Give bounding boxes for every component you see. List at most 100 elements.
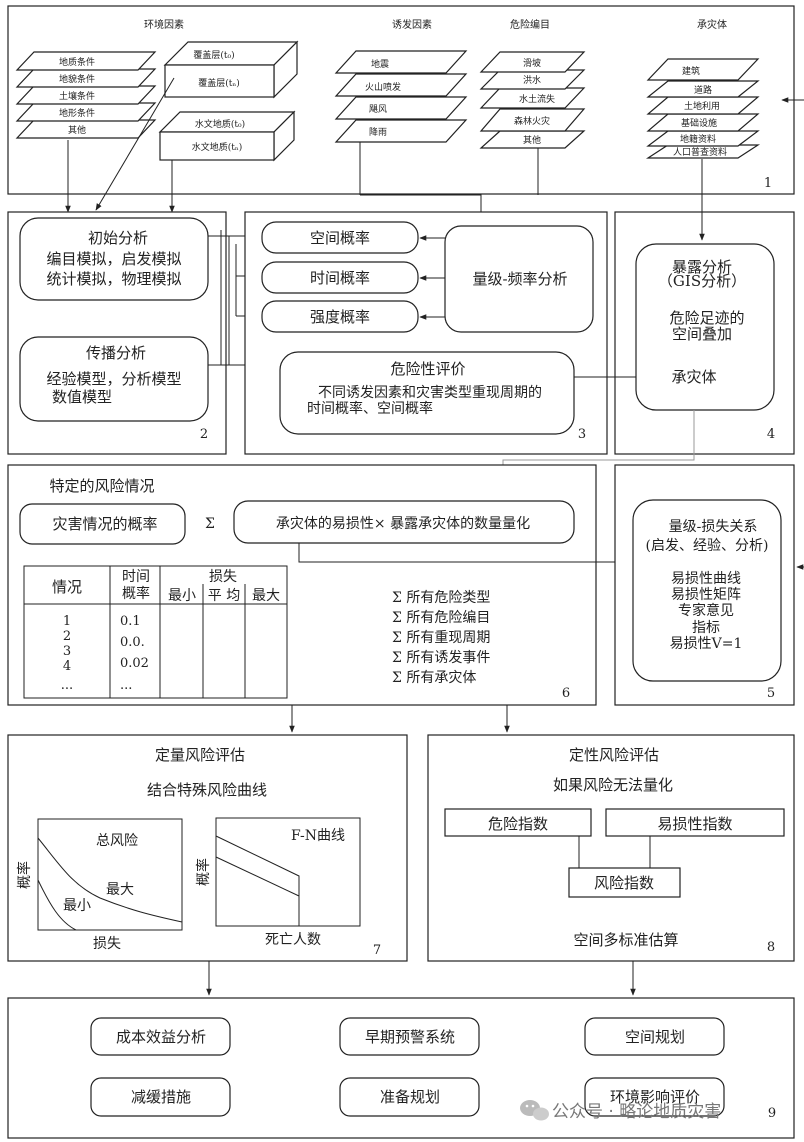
qualitative-subtitle: 如果风险无法量化 <box>553 776 673 794</box>
initial-analysis-line-1: 编目模拟，启发模拟 <box>46 250 181 268</box>
panel-1-number: 1 <box>764 176 772 191</box>
inventory-layer-flood: 洪水 <box>523 74 541 86</box>
table-header-probability: 概率 <box>122 585 150 602</box>
table-case-3: 3 <box>63 644 71 659</box>
initial-analysis-box <box>19 217 209 301</box>
early-warning-label: 早期预警系统 <box>365 1028 455 1046</box>
preparedness-box <box>339 1077 480 1117</box>
eia-label: 环境影响评价 <box>610 1088 700 1106</box>
panel-9-number: 9 <box>768 1106 776 1121</box>
vulnerability-v1: 易损性V=1 <box>670 636 743 652</box>
propagation-analysis-title: 传播分析 <box>86 344 146 362</box>
table-header-time: 时间 <box>122 569 150 585</box>
temporal-probability-label: 时间概率 <box>310 269 370 287</box>
specific-risk-title: 特定的风险情况 <box>49 477 154 495</box>
mitigation-label: 减缓措施 <box>131 1088 191 1106</box>
fn-curve-title: F-N曲线 <box>291 828 345 844</box>
table-case-1: 1 <box>63 614 71 629</box>
risk-curve-max-label: 最大 <box>106 882 134 898</box>
trigger-layer-hurricane: 飓风 <box>369 104 387 115</box>
cover-layer-tn: 覆盖层(tₙ) <box>198 77 240 89</box>
sum-hazard-inventories: Σ 所有危险编目 <box>392 610 490 626</box>
element-layer-land-use: 土地利用 <box>684 100 720 112</box>
hazard-index-box <box>444 808 592 837</box>
table-case-more: ... <box>61 678 73 693</box>
quantitative-title: 定量风险评估 <box>155 746 245 764</box>
spatial-probability-box <box>261 221 419 254</box>
table-case-4: 4 <box>63 659 71 674</box>
cost-benefit-label: 成本效益分析 <box>116 1028 206 1046</box>
temporal-probability-box <box>261 261 419 294</box>
risk-curve-x-label: 损失 <box>93 936 121 952</box>
hazard-assessment-line-1: 不同诱发因素和灾害类型重现周期的 <box>318 384 542 401</box>
vulnerability-index-label: 易损性指数 <box>657 815 732 833</box>
risk-curve-min <box>37 879 77 931</box>
hazard-assessment-line-2: 时间概率、空间概率 <box>307 400 433 417</box>
env-layer-topography: 地形条件 <box>59 107 95 119</box>
trigger-layer-stack: 降雨 飓风 火山喷发 地震 <box>334 50 468 143</box>
eia-box <box>584 1077 725 1117</box>
element-layer-infrastructure: 基础设施 <box>681 117 717 129</box>
risk-index-label: 风险指数 <box>594 874 654 892</box>
wechat-icon <box>520 1100 549 1121</box>
sigma-operator: Σ <box>205 516 215 532</box>
hydrogeology-cube: 水文地质(t₀) 水文地质(tₙ) <box>158 110 296 162</box>
fn-curve-y-label: 概率 <box>195 858 212 886</box>
risk-curve-min-label: 最小 <box>63 898 91 914</box>
exposure-analysis-line-2: 空间叠加 <box>672 325 732 343</box>
table-header-case: 情况 <box>52 578 82 596</box>
spatial-probability-label: 空间概率 <box>310 229 370 247</box>
spatial-planning-box <box>584 1017 725 1056</box>
element-layer-cadastre: 地籍资料 <box>680 133 716 145</box>
risk-curve-total-label: 总风险 <box>96 833 138 849</box>
panel-3-number: 3 <box>578 427 586 442</box>
inventory-layer-landslide: 滑坡 <box>523 57 541 69</box>
magnitude-loss-title: 量级-损失关系 <box>669 519 758 535</box>
inventory-layer-forest-fire: 森林火灾 <box>514 115 550 127</box>
table-header-max: 最大 <box>252 588 280 604</box>
table-header-loss: 损失 <box>209 569 237 585</box>
table-prob-2: 0.0. <box>120 635 145 650</box>
watermark: 公众号 · 略论地质灾害 <box>520 1100 721 1122</box>
hazard-probability-box <box>19 503 186 545</box>
table-case-2: 2 <box>63 629 71 644</box>
trigger-factors-heading: 诱发因素 <box>392 18 432 31</box>
hazard-probability-label: 灾害情况的概率 <box>52 515 157 533</box>
early-warning-box <box>339 1017 480 1056</box>
element-layer-buildings: 建筑 <box>682 65 700 77</box>
fn-curve-upper <box>215 835 300 926</box>
panel-7-number: 7 <box>373 943 381 958</box>
table-prob-more: ... <box>120 678 132 693</box>
panel-2-number: 2 <box>200 427 208 442</box>
table-header-min: 最小 <box>168 588 196 604</box>
risk-scenario-table: 情况 时间 概率 损失 最小 平 均 最大 1 2 3 4 ... 0.1 0.… <box>23 565 288 699</box>
vulnerability-curves: 易损性曲线 <box>671 571 741 587</box>
risk-curve-max <box>37 837 183 923</box>
magnitude-frequency-box <box>444 225 594 333</box>
hazard-assessment-title: 危险性评价 <box>390 360 465 378</box>
env-layer-geology: 地质条件 <box>59 56 95 68</box>
cover-layer-cube: 覆盖层(t₀) 覆盖层(tₙ) <box>163 40 299 99</box>
fn-curve-x-label: 死亡人数 <box>265 932 321 948</box>
risk-curve-chart: 总风险 最大 最小 概率 损失 <box>16 818 183 952</box>
vulnerability-quantity-box <box>233 500 575 544</box>
trigger-layer-earthquake: 地震 <box>371 58 389 70</box>
risk-curve-y-label: 概率 <box>16 861 33 889</box>
propagation-analysis-box <box>19 336 209 422</box>
inventory-layer-other: 其他 <box>523 134 541 146</box>
hazard-assessment-box <box>279 351 575 435</box>
env-layer-other: 其他 <box>68 124 86 136</box>
initial-analysis-title: 初始分析 <box>88 229 148 247</box>
hydrogeology-tn: 水文地质(tₙ) <box>192 141 243 153</box>
sum-return-periods: Σ 所有重现周期 <box>392 630 490 646</box>
watermark-text: 公众号 · 略论地质灾害 <box>552 1102 721 1122</box>
vulnerability-analysis-box <box>632 499 782 682</box>
multi-criteria-label: 空间多标准估算 <box>573 931 678 949</box>
elements-at-risk-heading: 承灾体 <box>697 18 727 31</box>
inventory-layer-soil-erosion: 水土流失 <box>519 93 555 105</box>
propagation-analysis-line-2: 数值模型 <box>52 388 112 406</box>
preparedness-label: 准备规划 <box>380 1088 440 1106</box>
intensity-probability-label: 强度概率 <box>310 308 370 326</box>
elements-at-risk-stack: 人口普查资料 地籍资料 基础设施 土地利用 道路 建筑 <box>645 58 761 159</box>
mitigation-box <box>90 1077 231 1117</box>
